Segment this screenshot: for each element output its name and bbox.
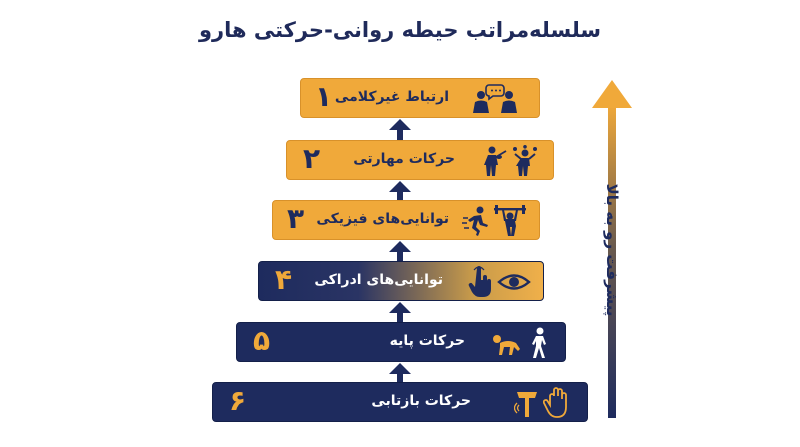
tier-icons [514, 387, 569, 419]
weightlifter-icon [494, 205, 526, 236]
tier-5: ۵ حرکات پایه [236, 322, 566, 362]
touch-hand-icon [468, 266, 491, 297]
up-arrow-icon [389, 363, 411, 386]
tier-number: ۳ [287, 202, 305, 235]
walking-person-icon [532, 327, 546, 358]
tier-icons [490, 327, 551, 359]
juggler-icon [513, 145, 537, 176]
tier-label: حرکات پایه [389, 333, 465, 349]
tier-4: ۴ توانایی‌های ادراکی [258, 261, 544, 301]
tier-label: توانایی‌های فیزیکی [316, 211, 449, 227]
eye-icon [497, 274, 531, 290]
violinist-icon [484, 146, 507, 176]
progress-label: پیشرفت رو به بالا [603, 183, 621, 317]
tier-icons [462, 205, 527, 237]
tier-number: ۱ [315, 80, 333, 113]
tier-1: ۱ ارتباط غیرکلامی [300, 78, 540, 118]
tier-icons [468, 266, 531, 298]
tier-number: ۵ [253, 324, 271, 357]
tier-3: ۳ توانایی‌های فیزیکی [272, 200, 540, 240]
crawling-baby-icon [493, 335, 520, 355]
tier-label: حرکات مهارتی [353, 151, 455, 167]
conversation-icon [473, 84, 517, 113]
tier-label: حرکات بازتابی [371, 393, 471, 409]
up-arrow-icon [389, 119, 411, 142]
tier-2: ۲ حرکات مهارتی [286, 140, 554, 180]
reflex-hand-icon [543, 387, 567, 418]
reflex-hammer-icon [514, 392, 537, 417]
diagram-title: سلسله‌مراتب حیطه روانی-حرکتی هارو [198, 18, 602, 42]
tier-number: ۶ [229, 384, 247, 417]
tier-icons [480, 145, 539, 177]
progress-arrow-icon [592, 80, 632, 418]
tier-label: توانایی‌های ادراکی [314, 272, 443, 288]
tier-icons [467, 83, 525, 115]
runner-icon [462, 206, 488, 236]
tier-label: ارتباط غیرکلامی [334, 89, 449, 105]
up-arrow-icon [389, 241, 411, 264]
up-arrow-icon [389, 302, 411, 325]
tier-number: ۴ [275, 263, 293, 296]
up-arrow-icon [389, 181, 411, 204]
tier-6: ۶ حرکات بازتابی [212, 382, 588, 422]
tier-number: ۲ [303, 142, 321, 175]
